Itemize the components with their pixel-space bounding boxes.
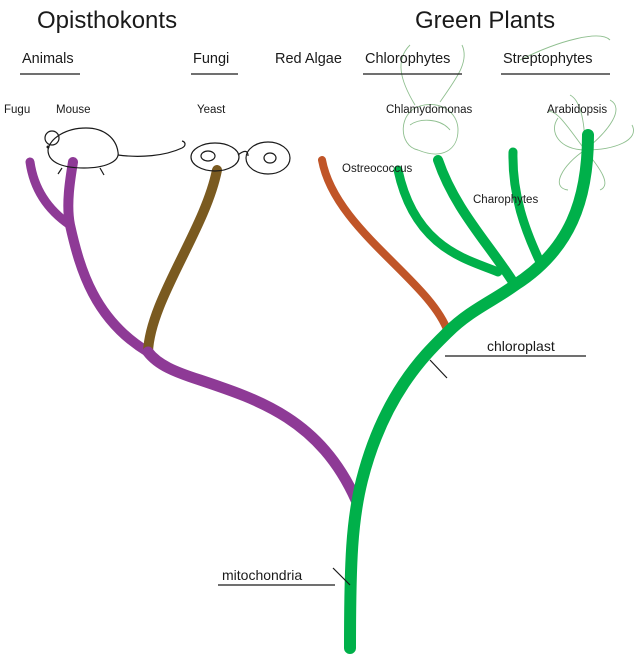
branch-charophytes (513, 152, 540, 262)
tree-branches (30, 135, 588, 648)
event-label-chloroplast: chloroplast (487, 338, 555, 354)
subgroup-label-streptophytes: Streptophytes (503, 51, 592, 67)
subgroup-label-animals: Animals (22, 51, 74, 67)
branch-arabidopsis (515, 135, 588, 285)
taxon-label-mouse: Mouse (56, 104, 91, 116)
branch-opisthokonts-stem (148, 352, 356, 500)
taxon-label-charophytes: Charophytes (473, 194, 538, 206)
event-label-mitochondria: mitochondria (222, 567, 302, 583)
subgroup-label-red-algae: Red Algae (275, 51, 342, 67)
branch-mouse (68, 162, 148, 352)
subgroup-label-chlorophytes: Chlorophytes (365, 51, 450, 67)
taxon-label-fugu: Fugu (4, 104, 30, 116)
chloroplast-marker (430, 356, 586, 378)
taxon-label-ostreococcus: Ostreococcus (342, 163, 413, 175)
branch-ostreococcus (322, 160, 448, 332)
taxon-label-arabidopsis: Arabidopsis (547, 104, 607, 116)
taxon-label-chlamydomonas: Chlamydomonas (386, 104, 473, 116)
taxon-label-yeast: Yeast (197, 104, 226, 116)
mouse-drawing (45, 128, 185, 175)
group-label-opisthokonts: Opisthokonts (37, 7, 177, 34)
group-label-green-plants: Green Plants (415, 7, 555, 34)
branch-yeast (148, 170, 217, 352)
subgroup-label-fungi: Fungi (193, 51, 229, 67)
yeast-drawing (191, 142, 290, 174)
